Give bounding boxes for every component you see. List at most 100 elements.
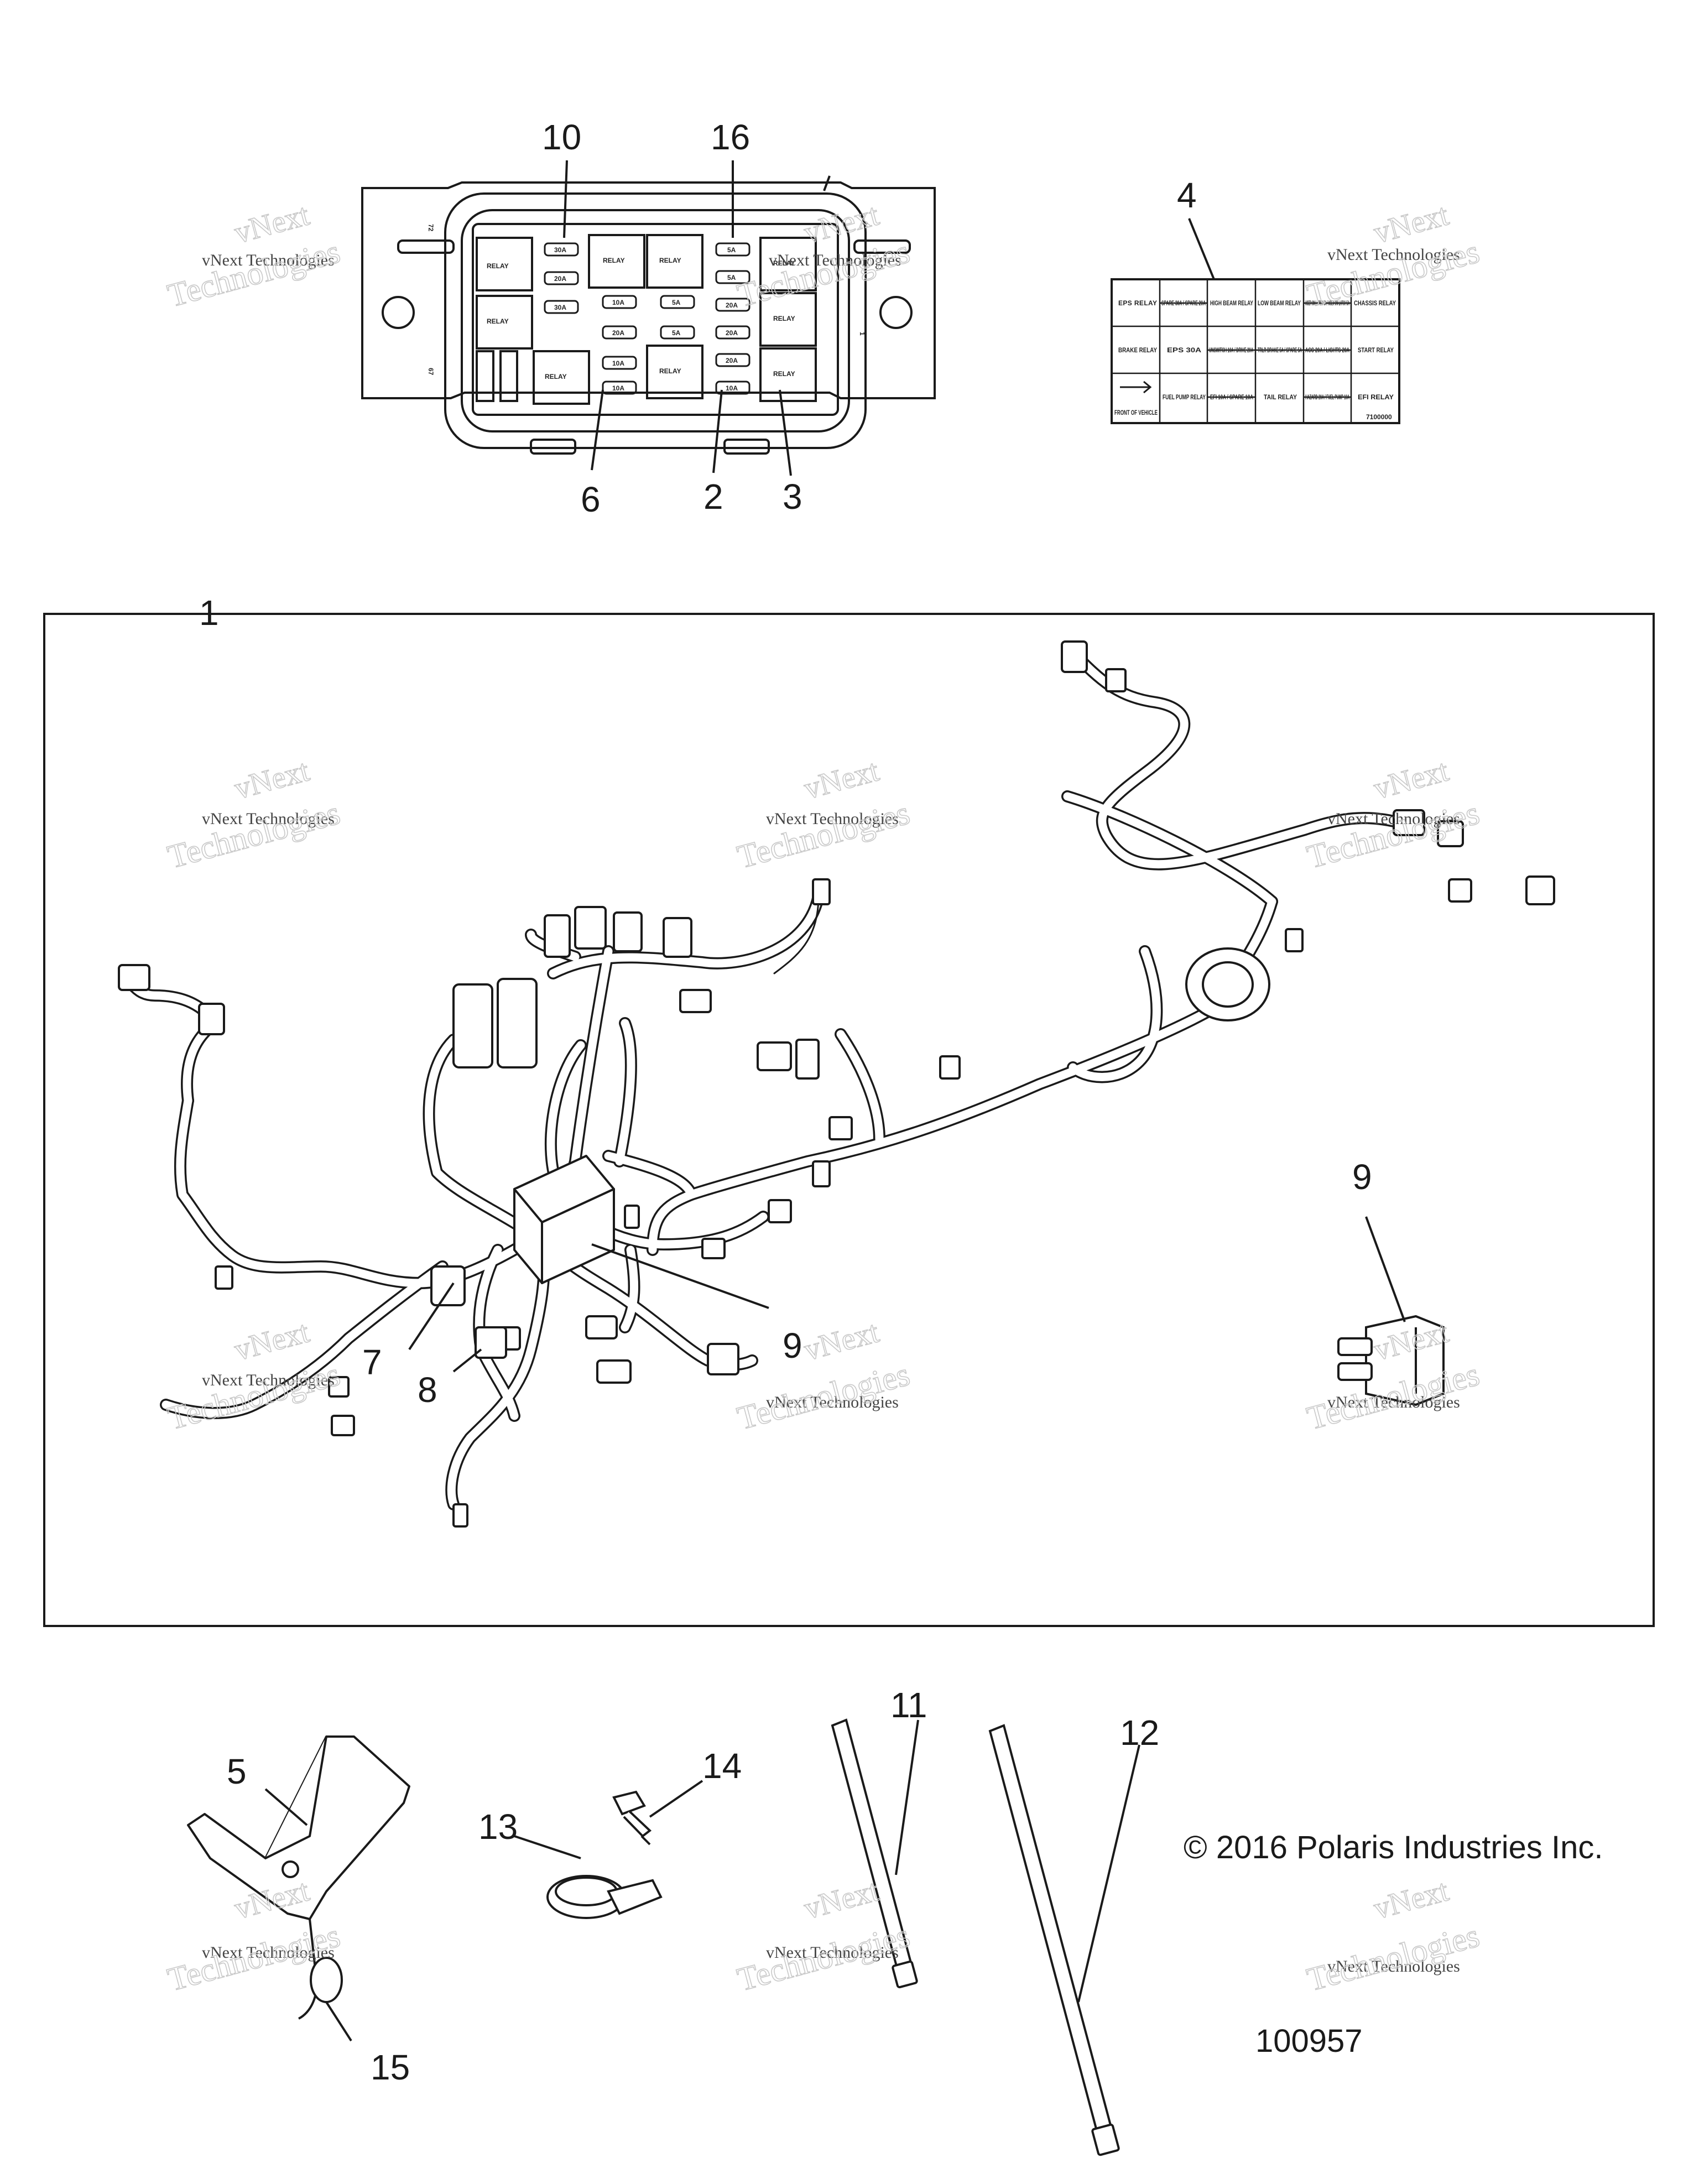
relay-label: RELAY: [773, 370, 795, 378]
callout-14: 14: [702, 1746, 742, 1786]
fuse-rating: 20A: [554, 275, 566, 283]
relay-label: RELAY: [545, 373, 567, 380]
fuse-rating: 10A: [726, 384, 738, 392]
bracket-5: [187, 1735, 410, 2020]
fuse-rating: 30A: [554, 304, 566, 311]
callout-9: 9: [1352, 1157, 1372, 1197]
callout-9: 9: [783, 1326, 802, 1365]
watermark: vNext vNext Technologies Technologies: [163, 753, 344, 875]
card-cell: START RELAY: [1358, 346, 1394, 354]
callout-15: 15: [371, 2047, 410, 2087]
fuse-box-side-label: 1: [858, 332, 866, 336]
fuse-rating: 5A: [727, 246, 736, 254]
copyright-notice: © 2016 Polaris Industries Inc.: [1184, 1829, 1603, 1865]
callout-13: 13: [478, 1807, 518, 1847]
watermark: vNext vNext Technologies Technologies: [733, 753, 914, 875]
card-cell: BRAKE RELAY: [1118, 346, 1157, 354]
watermark: vNext vNext Technologies Technologies: [1302, 1873, 1483, 1998]
fuse-rating: 10A: [612, 299, 624, 306]
main-wire-harness: [118, 640, 1555, 1528]
svg-text:Technologies: Technologies: [733, 1917, 913, 1998]
svg-text:vNext: vNext: [231, 753, 313, 806]
card-cell: UNSWITCH 10A / DRIVE 20A: [1209, 346, 1253, 354]
svg-text:vNext: vNext: [231, 1315, 313, 1367]
fuse-rating: 30A: [554, 246, 566, 254]
card-cell: ACC 20A / LIGHTS 20A: [1305, 346, 1349, 354]
callouts: 10 16 6 2 3 4 1 7 8 9 9 5 13 14 11 12 15: [199, 117, 1372, 2087]
svg-text:Technologies: Technologies: [733, 794, 913, 875]
fuse-rating: 20A: [726, 329, 738, 337]
svg-text:Technologies: Technologies: [733, 1356, 913, 1436]
svg-text:vNext Technologies: vNext Technologies: [202, 1371, 335, 1389]
card-cell: EPS 30A: [1167, 346, 1201, 354]
svg-text:vNext: vNext: [1370, 1873, 1452, 1926]
fuse-rating: 10A: [612, 384, 624, 392]
fuse-box-side-label: 67: [427, 368, 435, 376]
callout-12: 12: [1120, 1713, 1159, 1753]
callout-8: 8: [418, 1370, 437, 1410]
fuse-box-text: 72 67 1 6 RELAY RELAY RELAY RELAY RELAY …: [427, 221, 869, 392]
relay-label: RELAY: [603, 257, 625, 264]
callout-10: 10: [542, 117, 581, 157]
svg-text:vNext: vNext: [800, 753, 883, 806]
fuse-rating: 20A: [726, 301, 738, 309]
card-cell: EFI 10A / SPARE 10A: [1210, 393, 1253, 401]
fuse-box-side-label: 6: [861, 221, 869, 225]
cable-tie-12: [988, 1724, 1120, 2156]
callout-7: 7: [362, 1342, 382, 1382]
svg-text:vNext: vNext: [1370, 753, 1452, 806]
fuse-rating: 20A: [612, 329, 624, 337]
svg-text:vNext Technologies: vNext Technologies: [766, 1943, 899, 1962]
fuse-box: [361, 175, 936, 455]
svg-text:Technologies: Technologies: [164, 1356, 343, 1436]
card-cell: FRONT OF VEHICLE: [1114, 409, 1158, 416]
card-cell: HIGH BEAM RELAY: [1210, 299, 1253, 307]
connector-9: [1337, 1315, 1445, 1406]
svg-text:vNext Technologies: vNext Technologies: [202, 1943, 335, 1962]
screw-14: [612, 1790, 652, 1846]
card-cell: USER ON LATCH 5A / USER ON LATCH 5A: [1305, 299, 1349, 307]
callout-6: 6: [581, 479, 601, 519]
card-cell: TRLR BRAKE 5A / SPARE 5A: [1258, 346, 1302, 354]
watermark: vNext vNext Technologies Technologies: [733, 1314, 914, 1437]
fuse-rating: 20A: [726, 357, 738, 364]
watermarks: vNext vNext Technologies Technologies vN…: [163, 197, 1483, 1998]
svg-text:Technologies: Technologies: [1303, 794, 1483, 875]
svg-text:vNext Technologies: vNext Technologies: [1327, 1393, 1460, 1411]
card-cell: TAIL RELAY: [1264, 393, 1297, 401]
callout-1: 1: [199, 593, 219, 633]
card-cell: HAZARD 20A / FUEL PUMP 10A: [1305, 393, 1349, 401]
callout-4: 4: [1177, 175, 1197, 215]
watermark: vNext vNext Technologies Technologies: [163, 197, 344, 314]
card-cell: EFI RELAY: [1358, 393, 1394, 401]
leader-lines: [264, 160, 1406, 2042]
fuse-label-card: EPS RELAY SPARE 30A / SPARE 20A HIGH BEA…: [1111, 278, 1400, 424]
fuse-rating: 5A: [672, 299, 681, 306]
svg-text:vNext: vNext: [800, 1315, 883, 1367]
svg-text:vNext Technologies: vNext Technologies: [202, 251, 335, 269]
relay-label: RELAY: [659, 367, 681, 375]
relay-label: RELAY: [659, 257, 681, 264]
relay-label: RELAY: [487, 262, 509, 270]
svg-text:vNext: vNext: [800, 1873, 883, 1926]
svg-text:vNext Technologies: vNext Technologies: [769, 251, 901, 269]
fuse-box-side-label: 72: [427, 224, 435, 232]
watermark: vNext vNext Technologies Technologies: [1302, 753, 1483, 875]
clamp-13: [546, 1875, 663, 1919]
fuse-rating: 5A: [727, 274, 736, 282]
card-cell: SPARE 30A / SPARE 20A: [1161, 299, 1206, 307]
fuse-rating: 10A: [612, 359, 624, 367]
diagram-number: 100957: [1255, 2023, 1363, 2059]
svg-text:vNext Technologies: vNext Technologies: [766, 810, 899, 828]
callout-11: 11: [890, 1685, 927, 1725]
card-cell: CHASSIS RELAY: [1354, 299, 1396, 307]
svg-text:Technologies: Technologies: [1303, 1917, 1483, 1998]
svg-text:vNext Technologies: vNext Technologies: [766, 1393, 899, 1411]
svg-text:Technologies: Technologies: [164, 794, 343, 875]
svg-text:vNext Technologies: vNext Technologies: [202, 810, 335, 828]
callout-2: 2: [703, 477, 723, 517]
watermark: vNext vNext Technologies Technologies: [163, 1314, 344, 1437]
svg-text:vNext Technologies: vNext Technologies: [1327, 246, 1460, 264]
svg-text:vNext Technologies: vNext Technologies: [1327, 1957, 1460, 1975]
